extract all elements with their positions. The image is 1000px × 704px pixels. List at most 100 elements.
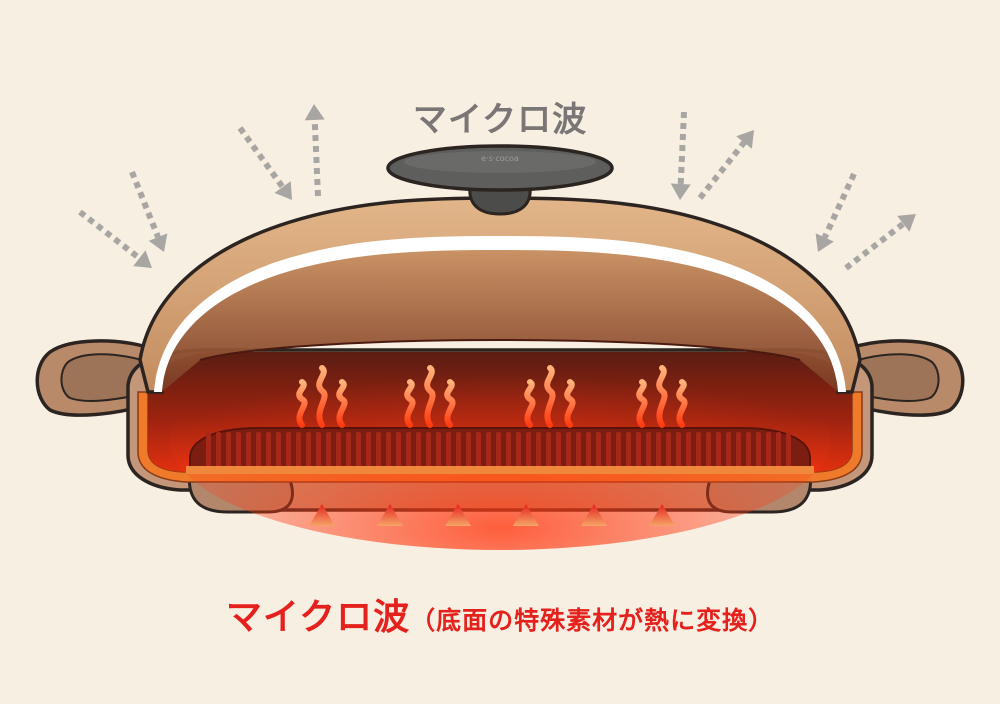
microwave-arrow-head	[133, 250, 152, 268]
grill-ridge	[566, 432, 571, 468]
grill-ridge	[766, 432, 771, 468]
grill-ridge	[296, 432, 301, 468]
grill-ridge	[316, 432, 321, 468]
right-handle-inner	[857, 353, 940, 402]
grill-ridge	[696, 432, 701, 468]
grill-ridge	[436, 432, 441, 468]
heat-wave	[336, 379, 348, 428]
microwave-label-top: マイクロ波	[412, 100, 588, 140]
grill-ridge	[756, 432, 761, 468]
grill-ridge	[636, 432, 641, 468]
microwave-arrow-shaft	[677, 111, 687, 185]
grill-ridge	[416, 432, 421, 468]
grill-ridge	[706, 432, 711, 468]
heat-wave	[424, 365, 436, 428]
microwave-arrow-head	[304, 104, 325, 121]
grill-ridge	[246, 432, 251, 468]
grill-ridge	[746, 432, 751, 468]
heat-wave	[676, 379, 688, 428]
grill-ridge	[286, 432, 291, 468]
grill-ridge	[346, 432, 351, 468]
lid-knob-top	[404, 151, 596, 173]
microwave-arrow-head	[670, 183, 691, 200]
grill-ridge	[586, 432, 591, 468]
grill-ridge	[376, 432, 381, 468]
grill-ridge	[446, 432, 451, 468]
grill-ridge	[646, 432, 651, 468]
microwave-arrow-head	[736, 130, 754, 149]
grill-ridge	[576, 432, 581, 468]
heating-arrow-head	[649, 504, 675, 526]
grill-ridge	[616, 432, 621, 468]
grill-ridges	[206, 432, 791, 468]
microwave-arrows-bottom	[309, 504, 675, 578]
lid-edge-line	[199, 338, 801, 361]
grill-ridge	[546, 432, 551, 468]
grill-ridge	[556, 432, 561, 468]
grill-ridge	[426, 432, 431, 468]
grill-ridge	[676, 432, 681, 468]
microwave-arrow-shaft	[237, 126, 286, 189]
lid-knob-logo: e·s·cocoa	[481, 154, 519, 163]
heat-wave	[404, 379, 416, 428]
microwave-label-bottom-main: マイクロ波	[225, 597, 411, 638]
microwave-arrow-shaft	[844, 221, 906, 271]
grill-ridge	[596, 432, 601, 468]
grill-base-strip	[186, 466, 814, 474]
heating-arrow-head	[513, 504, 539, 526]
grill-ridge	[776, 432, 781, 468]
heat-wave	[316, 365, 328, 428]
grill-ridge	[716, 432, 721, 468]
grill-ridge	[476, 432, 481, 468]
grill-ridge	[666, 432, 671, 468]
grill-ridge	[496, 432, 501, 468]
microwave-arrow-shaft	[78, 209, 142, 261]
grill-ridge	[726, 432, 731, 468]
heat-wave	[444, 379, 456, 428]
dome-interior	[162, 250, 838, 392]
grill-ridge	[736, 432, 741, 468]
grill-ridge	[326, 432, 331, 468]
microwave-arrow-shaft	[697, 140, 747, 200]
grill-ridge	[526, 432, 531, 468]
heat-wave	[564, 379, 576, 428]
microwave-arrow-shaft	[311, 119, 321, 197]
grill-ridge	[606, 432, 611, 468]
heat-wave	[524, 379, 536, 428]
grill-ridge	[276, 432, 281, 468]
left-handle-inner	[60, 353, 143, 402]
grill-ridge	[206, 432, 211, 468]
grill-ridge	[236, 432, 241, 468]
microwave-arrow-head	[274, 181, 292, 200]
grill-ridge	[256, 432, 261, 468]
microwave-label-bottom: マイクロ波（底面の特殊素材が熱に変換）	[0, 588, 1000, 640]
heat-wave	[656, 365, 668, 428]
grill-ridge	[656, 432, 661, 468]
microwave-arrow-shaft	[821, 172, 857, 239]
grill-ridge	[626, 432, 631, 468]
grill-ridge	[466, 432, 471, 468]
grill-ridge	[226, 432, 231, 468]
microwave-arrow-head	[148, 233, 168, 252]
grill-ridge	[366, 432, 371, 468]
heat-waves	[296, 365, 688, 428]
microwave-arrows-top	[78, 104, 916, 271]
heating-arrow-head	[309, 504, 335, 526]
grill-ridge	[786, 432, 791, 468]
heat-wave	[636, 379, 648, 428]
grill-ridge	[516, 432, 521, 468]
microwave-arrow-head	[815, 233, 834, 252]
grill-ridge	[686, 432, 691, 468]
grill-ridge	[216, 432, 221, 468]
grill-ridge	[266, 432, 271, 468]
heating-arrow-head	[581, 504, 607, 526]
grill-ridge	[396, 432, 401, 468]
microwave-arrow-head	[897, 214, 916, 232]
heat-wave	[296, 379, 308, 428]
grill-ridge	[356, 432, 361, 468]
grill-ridge	[486, 432, 491, 468]
heating-arrow-head	[445, 504, 471, 526]
grill-ridge	[506, 432, 511, 468]
